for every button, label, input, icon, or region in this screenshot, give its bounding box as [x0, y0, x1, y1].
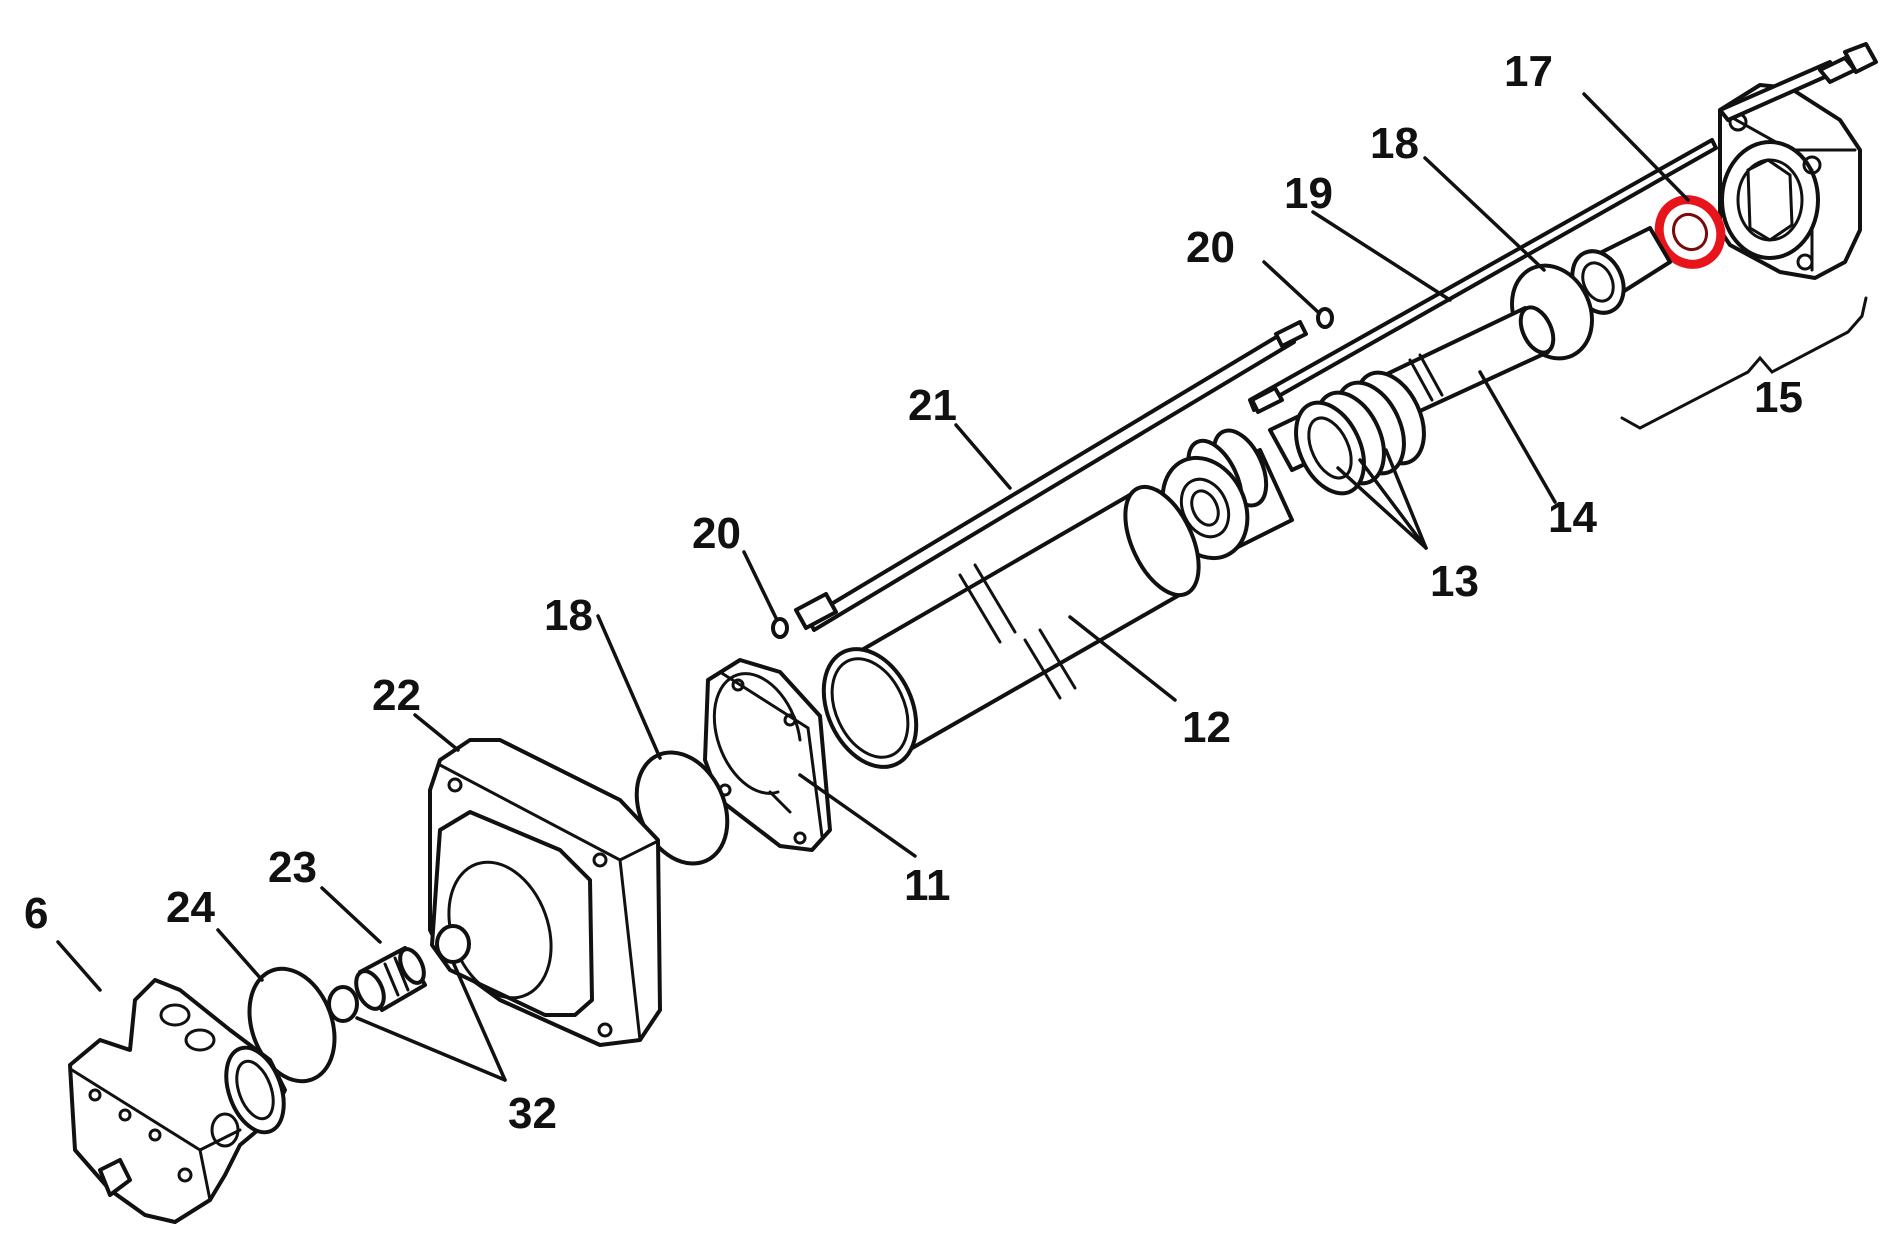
- callout-24: 24: [166, 883, 215, 932]
- part-22-housing[interactable]: [428, 738, 662, 1047]
- callout-labels: 17 18 19 20 15 21 14 13 20 18 12 22 11 2…: [24, 47, 1803, 1138]
- callout-12: 12: [1182, 703, 1231, 752]
- callout-14: 14: [1548, 493, 1597, 542]
- part-6-valve-block[interactable]: [68, 978, 294, 1224]
- callout-6: 6: [24, 889, 48, 938]
- part-19-tie-rod[interactable]: [1248, 138, 1718, 414]
- part-15-bracket: [1620, 296, 1868, 430]
- callout-11: 11: [904, 861, 951, 910]
- callout-19: 19: [1284, 169, 1333, 218]
- piston-head[interactable]: [1147, 422, 1294, 572]
- callout-17: 17: [1504, 47, 1553, 96]
- part-17-seal-highlighted[interactable]: [1648, 188, 1733, 275]
- callout-21: 21: [908, 381, 957, 430]
- part-20-lower-o-ring[interactable]: [771, 617, 789, 639]
- callout-18-upper: 18: [1370, 119, 1419, 168]
- callout-18-lower: 18: [544, 591, 593, 640]
- callout-20-lower: 20: [692, 509, 741, 558]
- leader-lines: [56, 92, 1690, 1082]
- callout-15: 15: [1754, 373, 1803, 422]
- part-32-o-ring-small[interactable]: [327, 985, 359, 1023]
- part-12-cylinder-barrel[interactable]: [806, 476, 1214, 782]
- part-15-bolt[interactable]: [1718, 42, 1878, 122]
- callout-13: 13: [1430, 557, 1479, 606]
- callout-20-upper: 20: [1186, 223, 1235, 272]
- part-13-piston-seals[interactable]: [1283, 362, 1438, 504]
- callout-22: 22: [372, 671, 421, 720]
- part-15-end-cap[interactable]: [1718, 83, 1862, 280]
- callout-23: 23: [268, 843, 317, 892]
- part-20-upper-o-ring[interactable]: [1316, 307, 1334, 329]
- part-24-o-ring[interactable]: [235, 957, 350, 1093]
- part-21-tie-rod[interactable]: [794, 320, 1308, 632]
- part-32-o-ring-large[interactable]: [435, 924, 471, 964]
- part-23-valve-spool[interactable]: [351, 945, 429, 1013]
- callout-32: 32: [508, 1089, 557, 1138]
